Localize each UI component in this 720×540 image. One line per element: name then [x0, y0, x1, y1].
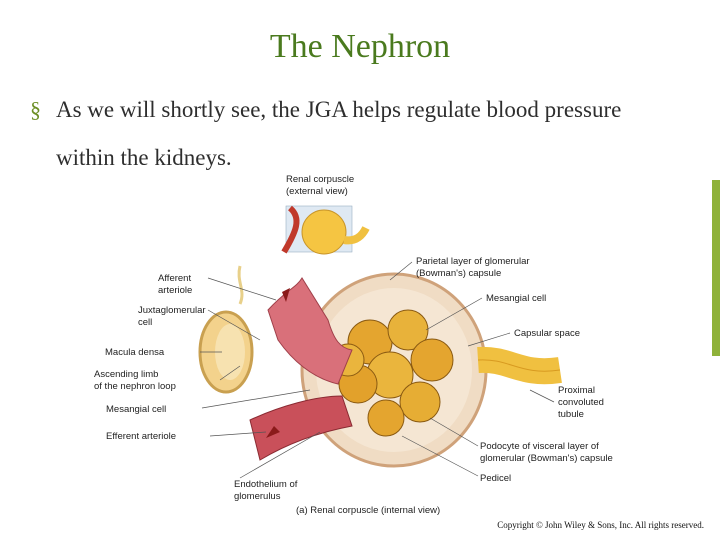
accent-bar: [712, 180, 720, 356]
label-renal-corpuscle-external: Renal corpuscle: [286, 174, 354, 185]
svg-text:convoluted: convoluted: [558, 397, 604, 408]
renal-corpuscle-figure: Renal corpuscle (external view) Parietal…: [94, 174, 613, 516]
svg-text:cell: cell: [138, 317, 152, 328]
inset-vessel: [281, 205, 300, 254]
section-sign-icon: §: [30, 97, 41, 122]
nerve-fiber: [237, 265, 244, 305]
flow-arrow-afferent: [282, 288, 290, 302]
label-podocyte: Podocyte of visceral layer of: [480, 441, 599, 452]
svg-text:glomerular (Bowman's) capsule: glomerular (Bowman's) capsule: [480, 453, 613, 464]
svg-text:of the nephron loop: of the nephron loop: [94, 381, 176, 392]
efferent-arteriole: [249, 395, 353, 461]
slide-title: The Nephron: [269, 28, 451, 65]
label-proximal-tubule: Proximal: [558, 385, 595, 396]
label-pedicel: Pedicel: [480, 473, 511, 484]
flow-arrow-efferent: [266, 426, 280, 438]
label-parietal-layer: Parietal layer of glomerular: [416, 256, 530, 267]
bullet-text: As we will shortly see, the JGA helps re…: [56, 97, 622, 170]
label-ascending-limb: Ascending limb: [94, 369, 158, 380]
svg-text:tubule: tubule: [558, 409, 584, 420]
label-mesangial-cell-right: Mesangial cell: [486, 293, 546, 304]
label-efferent-arteriole: Efferent arteriole: [106, 431, 176, 442]
copyright-notice: Copyright © John Wiley & Sons, Inc. All …: [497, 520, 704, 530]
svg-text:arteriole: arteriole: [158, 285, 192, 296]
inset-tubule: [343, 226, 370, 245]
label-afferent-arteriole: Afferent: [158, 273, 191, 284]
label-macula-densa: Macula densa: [105, 347, 165, 358]
svg-text:(Bowman's) capsule: (Bowman's) capsule: [416, 268, 501, 279]
proximal-tubule: [477, 346, 562, 385]
svg-text:glomerulus: glomerulus: [234, 491, 281, 502]
leader-lines: [200, 261, 555, 479]
afferent-arteriole: [267, 277, 353, 385]
label-juxtaglomerular-cell: Juxtaglomerular: [138, 305, 206, 316]
figure-caption: (a) Renal corpuscle (internal view): [296, 505, 440, 516]
inset-corpuscle: [301, 209, 347, 255]
label-capsular-space: Capsular space: [514, 328, 580, 339]
label-mesangial-cell-left: Mesangial cell: [106, 404, 166, 415]
label-endothelium: Endothelium of: [234, 479, 298, 490]
svg-text:(external view): (external view): [286, 186, 348, 197]
